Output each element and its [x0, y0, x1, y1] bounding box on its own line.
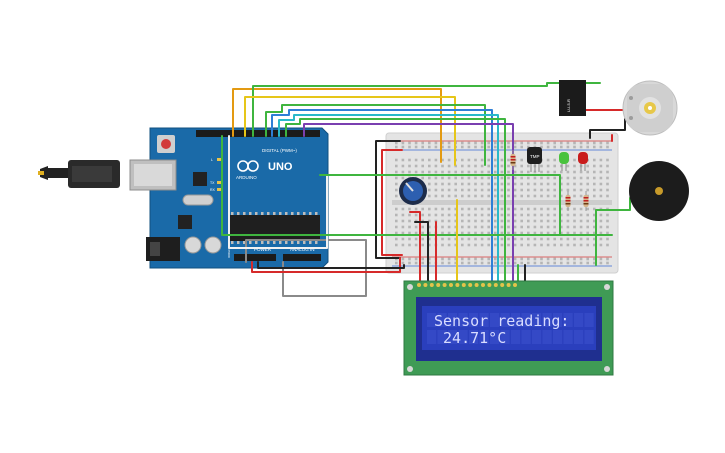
- wire-blue: [271, 109, 493, 286]
- arduino-uno-board[interactable]: UNO ARDUINO DIGITAL (PWM~) POWER ANALOG …: [38, 127, 329, 269]
- digital-label: DIGITAL (PWM~): [262, 148, 297, 153]
- arduino-logo-text: ARDUINO: [236, 175, 257, 180]
- potentiometer-knob-indicator: [405, 182, 414, 192]
- wire-yellow: [244, 96, 456, 166]
- resistor[interactable]: [583, 191, 589, 211]
- led-l-label: L: [211, 158, 213, 162]
- digital-header: [196, 130, 320, 137]
- usb-cable: [46, 168, 72, 178]
- relay[interactable]: LU-5-R: [559, 80, 586, 116]
- lcd-line-2: 24.71°C: [434, 329, 506, 347]
- lcd-module[interactable]: Sensor reading: 24.71°C: [403, 280, 614, 376]
- wire-green: [285, 118, 506, 286]
- lcd-pin-header: [417, 283, 517, 287]
- relay-label: LU-5-R: [566, 99, 571, 112]
- wire-black: [414, 221, 429, 286]
- uno-brand: UNO: [268, 161, 293, 173]
- wire-green: [221, 135, 561, 236]
- potentiometer[interactable]: [399, 177, 427, 205]
- analog-header: [283, 254, 321, 261]
- wire-purple: [303, 123, 514, 286]
- piezo-buzzer[interactable]: [629, 161, 689, 221]
- wire-red: [251, 257, 401, 273]
- tmp-label: TMP: [530, 154, 540, 159]
- rx-label: RX: [210, 188, 216, 192]
- wire-green: [319, 174, 613, 236]
- analog-label: ANALOG IN: [290, 247, 315, 252]
- capacitor: [204, 236, 222, 254]
- ioref-label: IOREF: [227, 249, 231, 258]
- wire-orange: [232, 88, 442, 163]
- power-header: [234, 254, 276, 261]
- wires: [221, 82, 631, 297]
- wire-black: [375, 140, 401, 259]
- capacitor: [184, 236, 202, 254]
- wire-white: [228, 135, 328, 249]
- lcd-line-1: Sensor reading:: [434, 312, 569, 330]
- wire-green: [595, 197, 631, 266]
- wire-black: [257, 261, 405, 269]
- wire-red: [409, 211, 421, 286]
- breadboard-holes: [395, 141, 609, 265]
- wire-red: [381, 149, 403, 256]
- red-led[interactable]: [578, 152, 588, 171]
- green-led[interactable]: [559, 152, 569, 171]
- power-label: POWER: [254, 247, 272, 252]
- resistor[interactable]: [510, 150, 516, 170]
- tx-label: TX: [210, 181, 215, 185]
- wire-red: [581, 99, 626, 111]
- wire-black: [589, 118, 626, 139]
- dc-motor[interactable]: [622, 80, 678, 136]
- temperature-sensor[interactable]: TMP: [527, 147, 542, 172]
- wire-cyan: [278, 114, 499, 286]
- arduino-logo-icon: [237, 160, 259, 172]
- resistor[interactable]: [565, 191, 571, 211]
- microcontroller-chip: [228, 215, 320, 241]
